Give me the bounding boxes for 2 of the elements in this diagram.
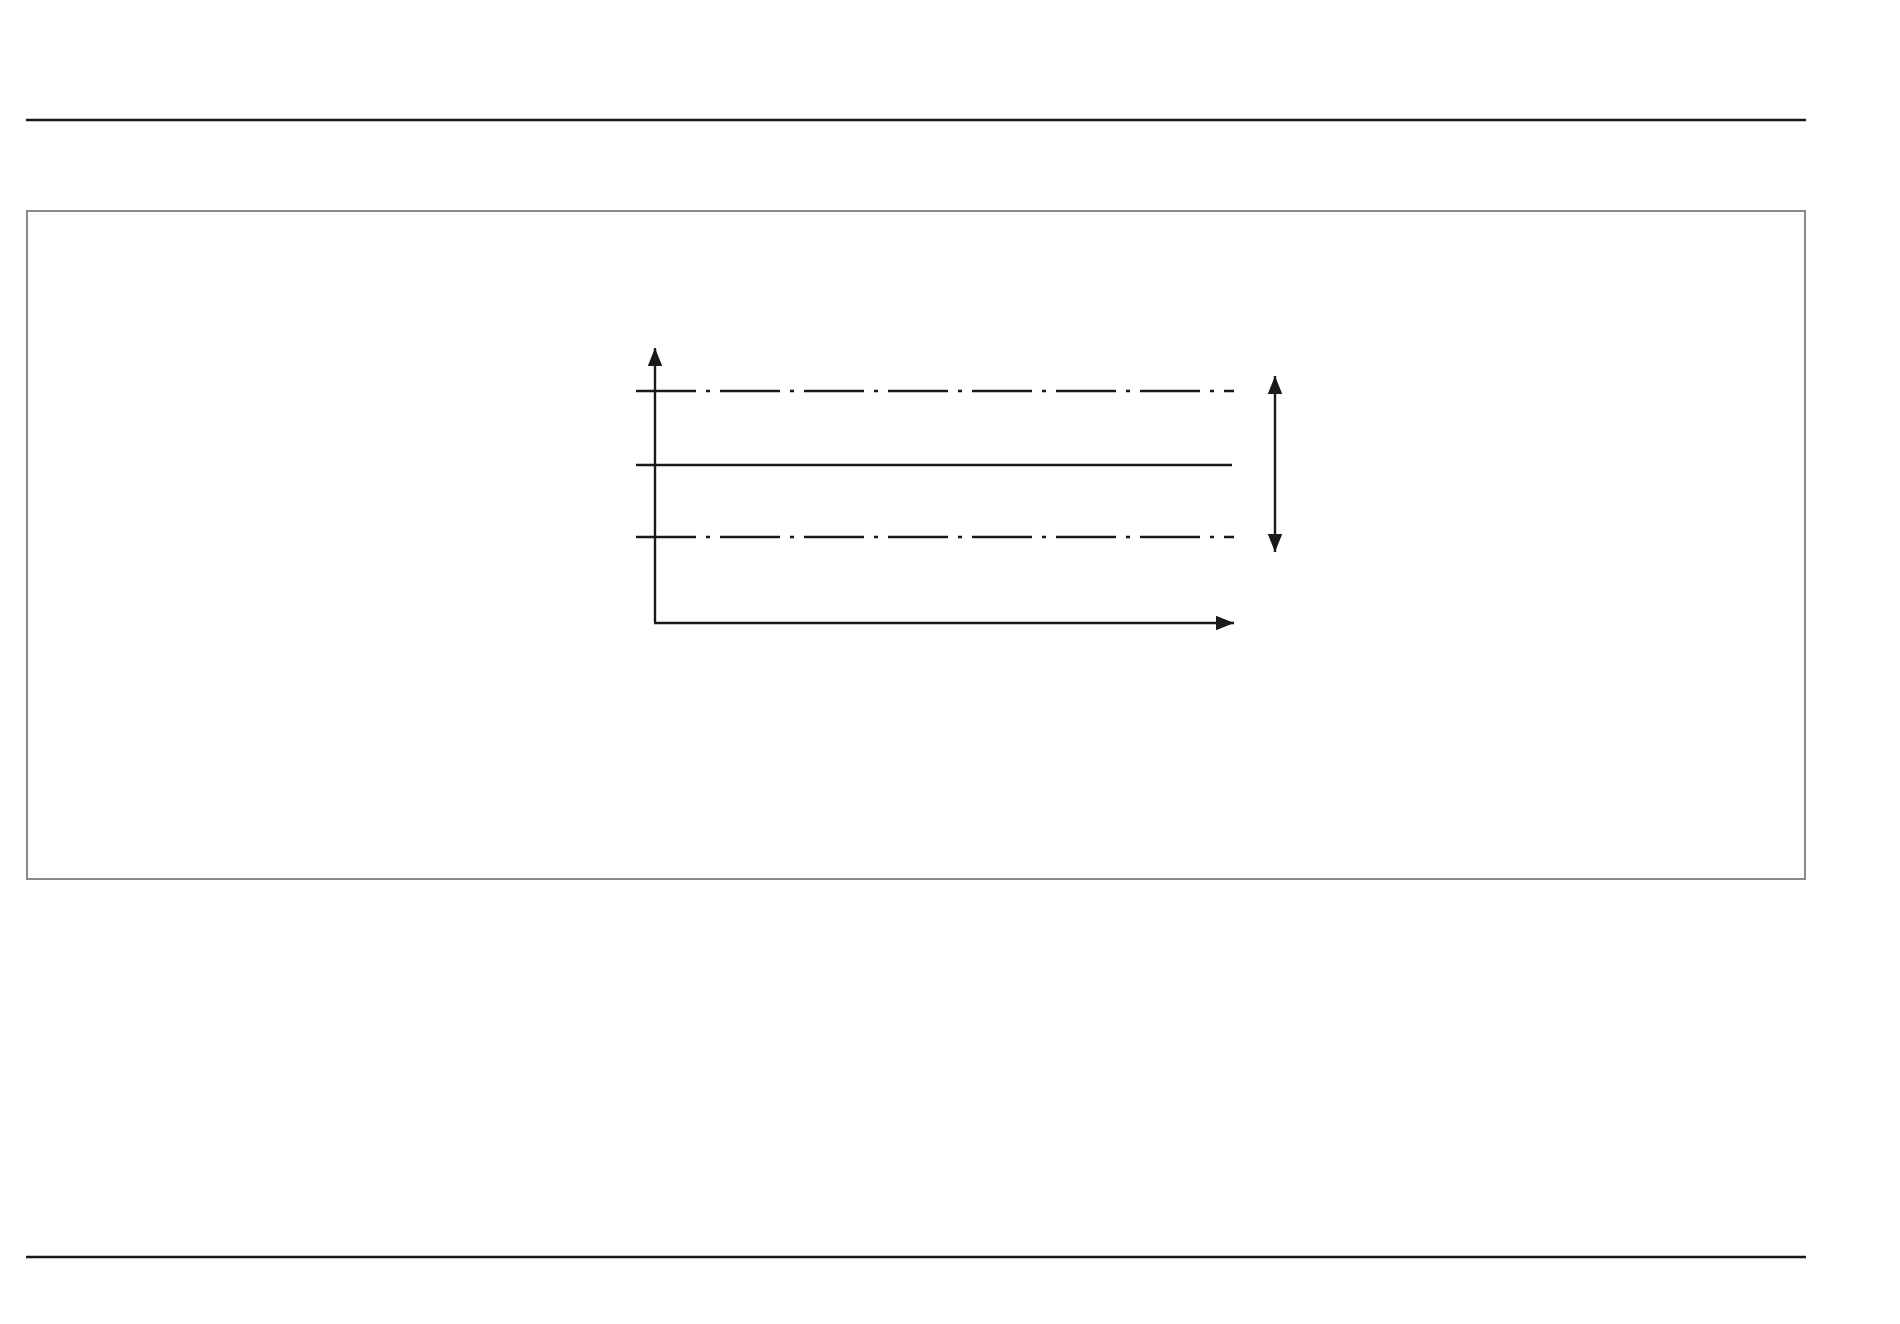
figure-frame <box>26 210 1806 880</box>
control-chart-drawing <box>636 346 1288 634</box>
